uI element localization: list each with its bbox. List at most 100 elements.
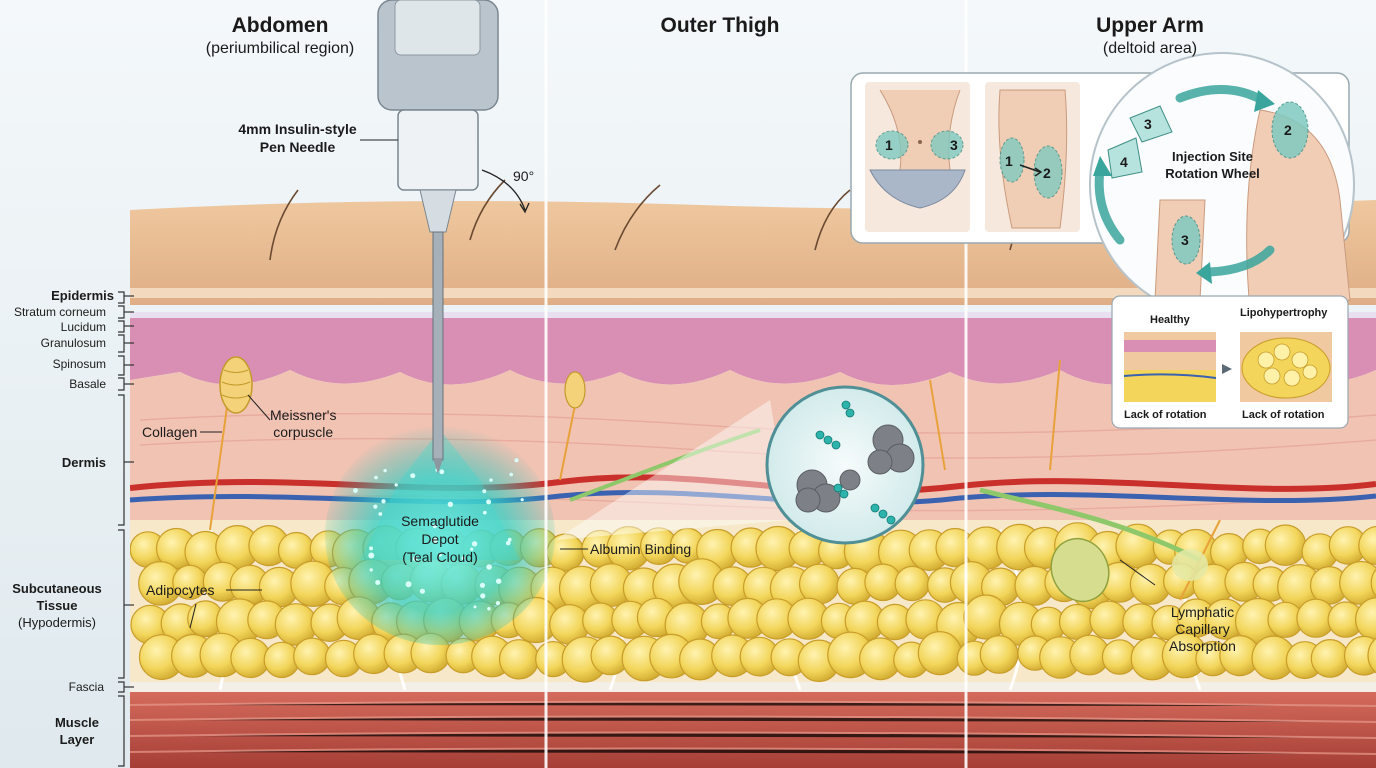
layer-stratum-corneum: Stratum corneum bbox=[13, 305, 106, 319]
drug-particle bbox=[514, 458, 519, 463]
needle-angle: 90° bbox=[513, 168, 535, 184]
drug-particle bbox=[496, 578, 502, 584]
drug-particle bbox=[381, 499, 386, 504]
header-arm-title: Upper Arm bbox=[1096, 14, 1204, 37]
drug-particle bbox=[419, 588, 425, 594]
thigh-site-2: 2 bbox=[1043, 165, 1051, 181]
drug-particle bbox=[487, 607, 491, 611]
layer-subcutaneous: Subcutaneous Tissue (Hypodermis) bbox=[4, 580, 110, 631]
layer-subcutaneous-line2: Tissue bbox=[36, 598, 78, 613]
layer-basale: Basale bbox=[69, 377, 106, 391]
adipocyte-cell bbox=[894, 565, 930, 602]
adipocyte-cell bbox=[498, 639, 540, 680]
header-arm-subtitle: (deltoid area) bbox=[1102, 40, 1198, 57]
drug-particle bbox=[486, 499, 492, 505]
drug-particle bbox=[378, 512, 383, 516]
drug-particle bbox=[432, 537, 438, 543]
wheel-site-2: 2 bbox=[1284, 122, 1292, 138]
abdomen-site-1: 1 bbox=[885, 137, 893, 153]
lipo-caption-right: Lack of rotation bbox=[1242, 409, 1325, 421]
adipocyte-cell bbox=[1339, 560, 1376, 605]
drug-particle bbox=[480, 593, 486, 599]
callout-lymph: Lymphatic Capillary Absorption bbox=[1140, 604, 1265, 655]
drug-particle bbox=[368, 552, 375, 559]
drug-particle bbox=[394, 483, 398, 487]
drug-particle bbox=[438, 553, 442, 557]
adipocyte-cell bbox=[979, 635, 1019, 674]
adipocyte-cell bbox=[1354, 596, 1376, 642]
callout-lymph-line1: Lymphatic bbox=[1170, 604, 1235, 620]
drug-particle bbox=[410, 473, 416, 479]
callout-albumin: Albumin Binding bbox=[590, 541, 692, 557]
adipocyte-cell bbox=[293, 637, 331, 676]
abdomen-site-3: 3 bbox=[950, 137, 958, 153]
layer-granulosum: Granulosum bbox=[40, 336, 106, 350]
header-abdomen-title: Abdomen bbox=[231, 14, 329, 37]
drug-particle bbox=[470, 547, 474, 551]
rotation-wheel-label-line1: Injection Site bbox=[1172, 149, 1253, 164]
wheel-site-3-top: 3 bbox=[1144, 116, 1152, 132]
drug-particle bbox=[482, 510, 487, 515]
drug-particle bbox=[383, 468, 387, 473]
drug-particle bbox=[369, 546, 374, 551]
adipocyte-cell bbox=[1264, 524, 1307, 567]
header-arm: Upper Arm (deltoid area) bbox=[1030, 14, 1270, 58]
adipocyte-cell bbox=[1358, 525, 1376, 566]
layer-subcutaneous-line3: (Hypodermis) bbox=[17, 615, 96, 630]
lipo-healthy-label: Healthy bbox=[1150, 314, 1190, 326]
lipo-caption-left: Lack of rotation bbox=[1124, 409, 1207, 421]
adipocyte-cell bbox=[1310, 639, 1350, 678]
drug-particle bbox=[447, 501, 454, 507]
callout-depot-line1: Semaglutide bbox=[401, 513, 479, 529]
wheel-site-3-bottom: 3 bbox=[1181, 232, 1189, 248]
drug-particle bbox=[353, 488, 358, 493]
layer-fascia: Fascia bbox=[68, 680, 104, 694]
callout-adipocytes: Adipocytes bbox=[146, 582, 215, 598]
layer-epidermis: Epidermis bbox=[51, 288, 114, 303]
adipocyte-cell bbox=[917, 630, 962, 676]
callout-collagen: Collagen bbox=[142, 424, 198, 440]
layer-muscle-line1: Muscle bbox=[54, 715, 100, 730]
drug-particle bbox=[473, 605, 477, 609]
needle-label-line2: Pen Needle bbox=[259, 139, 336, 155]
layer-muscle-line2: Layer bbox=[59, 732, 95, 747]
drug-particle bbox=[461, 556, 466, 560]
drug-particle bbox=[507, 537, 512, 542]
drug-particle bbox=[486, 564, 492, 570]
drug-particle bbox=[412, 556, 418, 562]
callout-depot-line2: Depot bbox=[421, 531, 459, 547]
thigh-site-1: 1 bbox=[1005, 153, 1013, 169]
header-abdomen: Abdomen (periumbilical region) bbox=[160, 14, 400, 58]
callout-lymph-line2: Capillary bbox=[1175, 621, 1230, 637]
drug-particle bbox=[369, 568, 373, 572]
layer-lucidum: Lucidum bbox=[60, 320, 106, 334]
drug-particle bbox=[482, 489, 487, 494]
header-abdomen-subtitle: (periumbilical region) bbox=[205, 40, 355, 57]
layer-subcutaneous-line1: Subcutaneous bbox=[12, 581, 102, 596]
drug-particle bbox=[405, 581, 412, 588]
callout-depot-line3: (Teal Cloud) bbox=[402, 549, 478, 565]
header-thigh-title: Outer Thigh bbox=[660, 14, 780, 37]
adipocyte-cell bbox=[1089, 600, 1129, 640]
adipocyte-cell bbox=[1367, 632, 1376, 679]
needle-label-line1: 4mm Insulin-style bbox=[238, 121, 357, 137]
callout-meissner: Meissner's corpuscle bbox=[270, 407, 336, 441]
drug-particle bbox=[375, 580, 381, 585]
drug-particle bbox=[373, 504, 378, 509]
drug-particle bbox=[489, 478, 493, 482]
callout-lymph-line3: Absorption bbox=[1169, 638, 1236, 654]
drug-particle bbox=[505, 540, 511, 546]
drug-particle bbox=[509, 472, 513, 477]
adipocyte-cell bbox=[1370, 561, 1376, 605]
layer-muscle: Muscle Layer bbox=[40, 714, 114, 748]
header-thigh: Outer Thigh bbox=[600, 14, 840, 38]
drug-particle bbox=[439, 469, 445, 475]
drug-particle bbox=[495, 601, 500, 606]
layer-spinosum: Spinosum bbox=[52, 357, 106, 371]
layer-dermis: Dermis bbox=[61, 455, 106, 470]
adipocyte-cell bbox=[1058, 603, 1095, 640]
rotation-wheel-label-line2: Rotation Wheel bbox=[1165, 166, 1260, 181]
callout-meissner-line1: Meissner's bbox=[270, 407, 337, 423]
